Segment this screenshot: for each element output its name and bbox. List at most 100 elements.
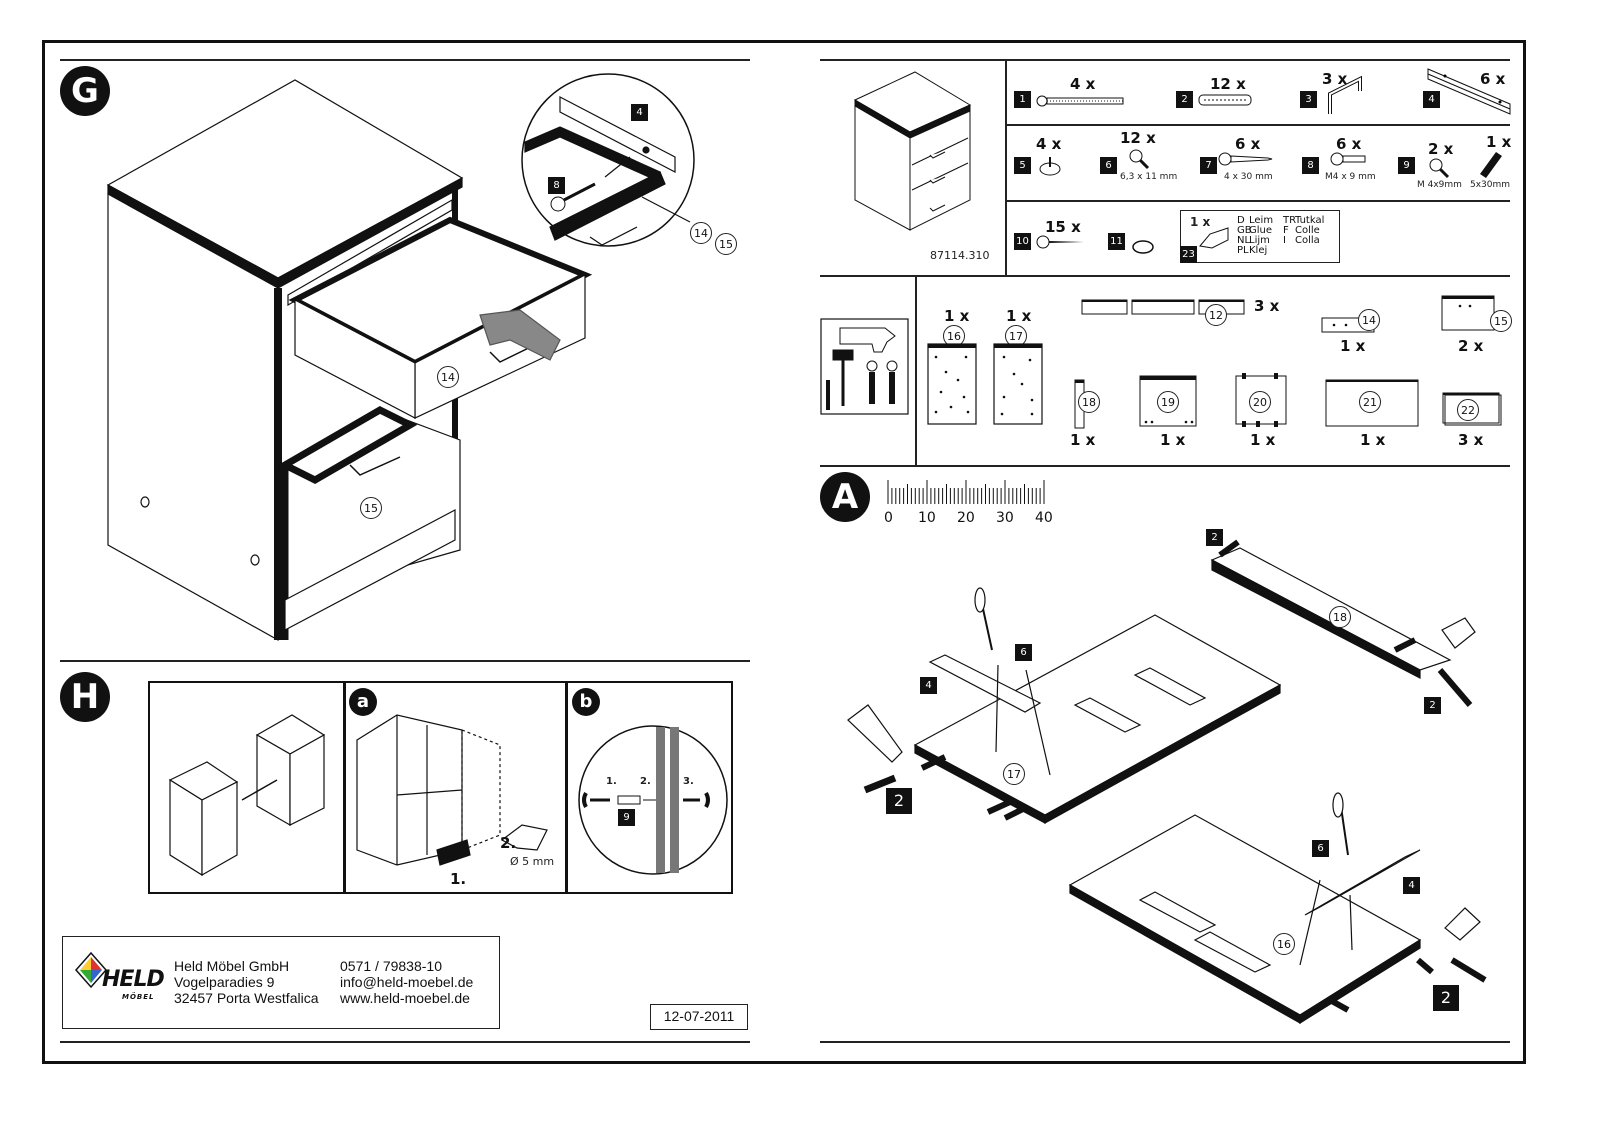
- panel-ref-19: 19: [1157, 391, 1179, 413]
- glue-language-cell: Klej: [1249, 245, 1268, 256]
- connector-part-9: 9: [618, 809, 635, 826]
- company-phone: 0571 / 79838-10: [340, 958, 442, 974]
- panel-ref-15: 15: [1490, 310, 1512, 332]
- product-cabinet-sketch: [853, 71, 972, 231]
- seq-3: 3.: [683, 776, 694, 787]
- panel-qty-12: 3 x: [1254, 297, 1280, 315]
- scale-ruler: [887, 480, 1045, 504]
- hw-id-4: 4: [1423, 91, 1440, 108]
- company-city: 32457 Porta Westfalica: [174, 990, 319, 1006]
- step-a-assembly-illustration: [847, 539, 1487, 1025]
- callout-14: 14: [437, 366, 459, 388]
- ruler-label-40: 40: [1035, 510, 1053, 526]
- hw-qty-8: 6 x: [1336, 135, 1362, 153]
- step-a-ref-17: 17: [1003, 763, 1025, 785]
- step-a-part-6b: 6: [1312, 840, 1329, 857]
- connector-sleeve-icon: [1480, 152, 1502, 178]
- panel-qty-19: 1 x: [1160, 431, 1186, 449]
- step-a-part-6a: 6: [1015, 644, 1032, 661]
- detail-ref-15: 15: [715, 233, 737, 255]
- panel-ref-17: 17: [1005, 325, 1027, 347]
- page-frame: [42, 40, 1526, 1064]
- step-a-ref-16: 16: [1273, 933, 1295, 955]
- step-a-part-2a: 2: [1206, 529, 1223, 546]
- hw-size-9: M 4x9mm: [1417, 180, 1462, 190]
- panel-ref-21: 21: [1359, 391, 1381, 413]
- runner-icon: [1427, 68, 1511, 115]
- glue-language-cell: Colle: [1295, 225, 1320, 236]
- handle-icon: [1328, 75, 1362, 114]
- bottom-rule-right: [820, 1041, 1510, 1043]
- hardware-row-divider-1: [1005, 124, 1510, 126]
- glide-foot-icon: [1039, 157, 1061, 176]
- hw-id-2: 2: [1176, 91, 1193, 108]
- hw-qty-7: 6 x: [1235, 135, 1261, 153]
- step-a-part-2d: 2: [1433, 985, 1459, 1011]
- drill-step-2: 2.: [500, 834, 517, 852]
- hw-qty-1: 4 x: [1070, 75, 1096, 93]
- substep-b-badge: b: [572, 688, 600, 716]
- cap-icon: [1132, 240, 1154, 254]
- hw-size-8: M4 x 9 mm: [1325, 172, 1376, 182]
- step-h-divider-2: [565, 681, 568, 894]
- ruler-label-0: 0: [884, 510, 893, 526]
- hw-id-8: 8: [1302, 157, 1319, 174]
- company-web: www.held-moebel.de: [340, 990, 470, 1006]
- divider-hardware-panels: [820, 275, 1510, 277]
- glue-language-cell: D: [1237, 215, 1245, 226]
- step-a-part-2c: 2: [886, 788, 912, 814]
- step-a-part-4b: 4: [1403, 877, 1420, 894]
- panel-17-drawing: [993, 343, 1043, 425]
- ruler-label-20: 20: [957, 510, 975, 526]
- hw-qty-5: 4 x: [1036, 135, 1062, 153]
- company-name: Held Möbel GmbH: [174, 958, 290, 974]
- detail-ref-14: 14: [690, 222, 712, 244]
- hw-qty-3: 3 x: [1322, 70, 1348, 88]
- divider-panels-step-a: [820, 465, 1510, 467]
- detail-part-4: 4: [631, 104, 648, 121]
- held-logo-sub: MÖBEL: [122, 993, 155, 1001]
- callout-15: 15: [360, 497, 382, 519]
- panel-ref-18: 18: [1078, 391, 1100, 413]
- panel-qty-18: 1 x: [1070, 431, 1096, 449]
- hw-qty-4: 6 x: [1480, 70, 1506, 88]
- hardware-vdivider: [1005, 59, 1007, 275]
- hw-qty-23: 1 x: [1190, 215, 1211, 229]
- article-number: 87114.310: [930, 249, 990, 262]
- glue-language-cell: Tutkal: [1295, 215, 1325, 226]
- ruler-label-30: 30: [996, 510, 1014, 526]
- hw-qty-9: 2 x: [1428, 140, 1454, 158]
- hw-id-9: 9: [1398, 157, 1415, 174]
- seq-2: 2.: [640, 776, 651, 787]
- panel-ref-22: 22: [1457, 399, 1479, 421]
- held-logo-icon: [74, 951, 108, 989]
- glue-language-cell: Glue: [1249, 225, 1273, 236]
- tools-illustration: [820, 318, 909, 415]
- panel-qty-16: 1 x: [944, 307, 970, 325]
- panel-15-drawing: [1441, 295, 1495, 331]
- glue-language-cell: Lijm: [1249, 235, 1270, 246]
- glue-language-cell: F: [1283, 225, 1289, 236]
- hw-size-6: 6,3 x 11 mm: [1120, 172, 1178, 182]
- glue-language-cell: TR: [1283, 215, 1297, 226]
- nail-icon: [1036, 235, 1084, 249]
- hw-id-6: 6: [1100, 157, 1117, 174]
- substep-a-badge: a: [349, 688, 377, 716]
- hardware-row-divider-2: [1005, 200, 1510, 202]
- held-logo-text: HELD: [102, 967, 165, 992]
- panel-ref-20: 20: [1249, 391, 1271, 413]
- screw-metric-icon: [1330, 152, 1366, 166]
- hw-size-7: 4 x 30 mm: [1224, 172, 1273, 182]
- glue-language-cell: NL: [1237, 235, 1251, 246]
- panel-ref-12: 12: [1205, 304, 1227, 326]
- step-h-drilling-illustration: [356, 714, 548, 866]
- scale-ruler-labels: 0 10 20 30 40: [880, 510, 1060, 530]
- hw-id-10: 10: [1014, 233, 1031, 250]
- company-email: info@held-moebel.de: [340, 974, 474, 990]
- bolt-icon: [1429, 158, 1450, 179]
- step-h-badge: H: [60, 672, 110, 722]
- panel-qty-20: 1 x: [1250, 431, 1276, 449]
- hw-id-23: 23: [1180, 246, 1197, 263]
- glue-language-cell: Leim: [1249, 215, 1274, 226]
- hw-id-5: 5: [1014, 157, 1031, 174]
